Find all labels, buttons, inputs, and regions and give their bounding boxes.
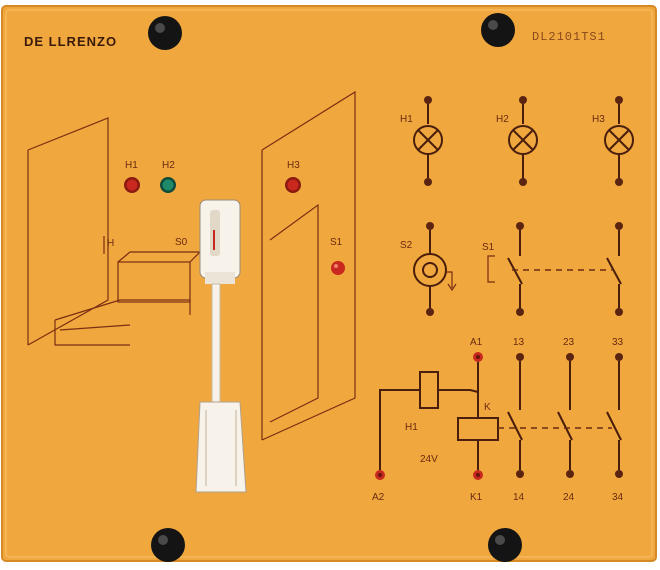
door-mark-label: H — [107, 238, 114, 249]
relay-coil-icon: A1 K K1 A2 H1 24V — [372, 337, 499, 503]
switch-icon: S1 — [482, 222, 623, 316]
svg-text:14: 14 — [513, 492, 525, 503]
panel-edge-highlight — [5, 9, 653, 558]
button-s1[interactable] — [331, 261, 345, 275]
motor-icon: S2 — [400, 222, 457, 316]
lamp-h2[interactable]: H2 — [160, 160, 176, 193]
knob-screw-icon[interactable] — [151, 528, 185, 562]
room-sketch: H — [27, 90, 356, 441]
svg-text:H3: H3 — [592, 114, 605, 125]
model-code: DL2101TS1 — [532, 30, 606, 44]
svg-text:K1: K1 — [470, 492, 483, 503]
knob-screw-icon[interactable] — [488, 528, 522, 562]
svg-text:K: K — [484, 402, 491, 413]
svg-text:S1: S1 — [482, 242, 495, 253]
lamp-h1[interactable]: H1 — [124, 160, 140, 193]
knob-screw-icon[interactable] — [148, 16, 182, 50]
svg-text:A2: A2 — [372, 492, 385, 503]
svg-text:34: 34 — [612, 492, 624, 503]
svg-text:13: 13 — [513, 337, 525, 348]
brand-logo: DE LLRENZO — [24, 34, 117, 49]
knob-screw-icon[interactable] — [481, 13, 515, 47]
switch-s0-label: S0 — [175, 237, 188, 248]
svg-text:24: 24 — [563, 492, 575, 503]
svg-text:H1: H1 — [400, 114, 413, 125]
svg-text:H2: H2 — [162, 160, 175, 171]
svg-text:H2: H2 — [496, 114, 509, 125]
svg-text:33: 33 — [612, 337, 624, 348]
svg-text:H1: H1 — [125, 160, 138, 171]
lamp-icon: H3 — [592, 96, 634, 186]
lamp-icon: H1 — [400, 96, 443, 186]
svg-text:H3: H3 — [287, 160, 300, 171]
relay-contacts: 13 23 33 14 24 34 — [498, 337, 624, 503]
svg-text:S2: S2 — [400, 240, 413, 251]
svg-text:A1: A1 — [470, 337, 483, 348]
lamp-h3[interactable]: H3 — [285, 160, 301, 193]
svg-text:H1: H1 — [405, 422, 418, 433]
svg-text:23: 23 — [563, 337, 575, 348]
lamp-icon: H2 — [496, 96, 538, 186]
pendant-switch-s0[interactable] — [195, 199, 247, 493]
svg-text:24V: 24V — [420, 454, 438, 465]
panel-background — [1, 5, 657, 562]
button-s1-label: S1 — [330, 237, 343, 248]
